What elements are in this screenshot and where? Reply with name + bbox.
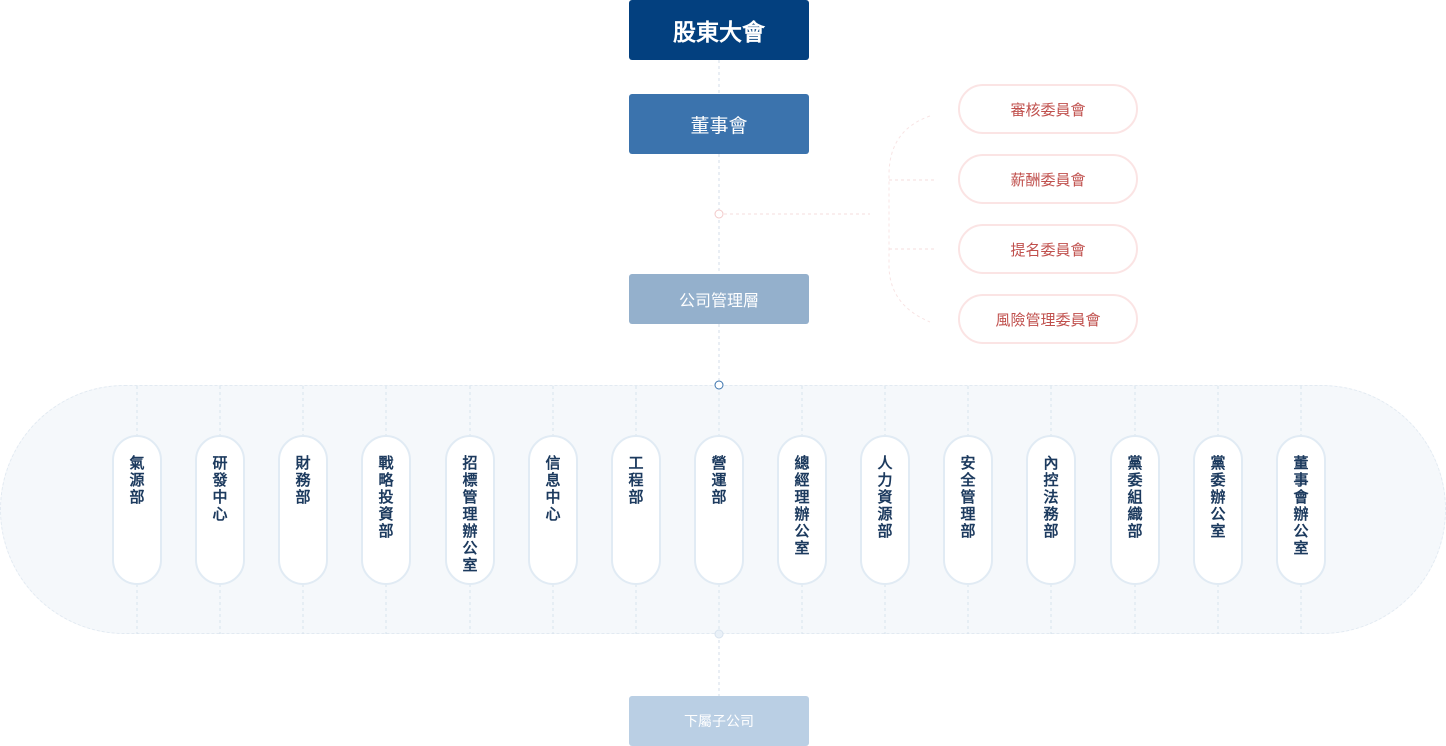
management-box: 公司管理層 [629,274,809,324]
board-of-directors-box: 董事會 [629,94,809,154]
department-label: 財務部 [295,454,311,506]
department-label: 營運部 [711,454,727,506]
committee-nomination: 提名委員會 [958,224,1138,274]
committee-remuneration: 薪酬委員會 [958,154,1138,204]
board-of-directors-label: 董事會 [690,114,748,137]
shareholders-meeting-box: 股東大會 [629,0,809,60]
department-label: 董事會辦公室 [1293,454,1309,557]
department-label: 黨委組織部 [1127,454,1143,540]
department-label: 內控法務部 [1043,454,1059,540]
department-gas-source: 氣源部 [112,435,162,585]
department-engineering: 工程部 [611,435,661,585]
department-label: 招標管理辦公室 [462,454,478,574]
department-finance: 財務部 [278,435,328,585]
subsidiaries-label: 下屬子公司 [684,714,754,730]
subsidiaries-box: 下屬子公司 [629,696,809,746]
department-board-office: 董事會辦公室 [1276,435,1326,585]
department-label: 安全管理部 [960,454,976,540]
department-label: 黨委辦公室 [1210,454,1226,540]
department-human-resources: 人力資源部 [860,435,910,585]
management-label: 公司管理層 [678,291,759,310]
department-label: 總經理辦公室 [794,454,810,557]
committee-label: 薪酬委員會 [1010,170,1086,189]
department-research: 研發中心 [195,435,245,585]
committee-label: 審核委員會 [1010,100,1086,119]
department-internal-control-legal: 內控法務部 [1026,435,1076,585]
department-gm-office: 總經理辦公室 [777,435,827,585]
committee-label: 風險管理委員會 [995,310,1101,329]
department-information-center: 信息中心 [528,435,578,585]
department-label: 信息中心 [545,454,561,523]
department-operations: 營運部 [694,435,744,585]
department-party-office: 黨委辦公室 [1193,435,1243,585]
department-label: 研發中心 [212,454,228,523]
shareholders-meeting-label: 股東大會 [673,20,765,46]
department-label: 戰略投資部 [378,454,394,540]
department-label: 人力資源部 [877,454,893,540]
department-label: 氣源部 [129,454,145,506]
committee-label: 提名委員會 [1010,240,1086,259]
department-strategic-investment: 戰略投資部 [361,435,411,585]
department-tender-management: 招標管理辦公室 [445,435,495,585]
committee-risk-management: 風險管理委員會 [958,294,1138,344]
department-label: 工程部 [628,454,644,506]
department-party-organization: 黨委組織部 [1110,435,1160,585]
committee-audit: 審核委員會 [958,84,1138,134]
department-safety-management: 安全管理部 [943,435,993,585]
